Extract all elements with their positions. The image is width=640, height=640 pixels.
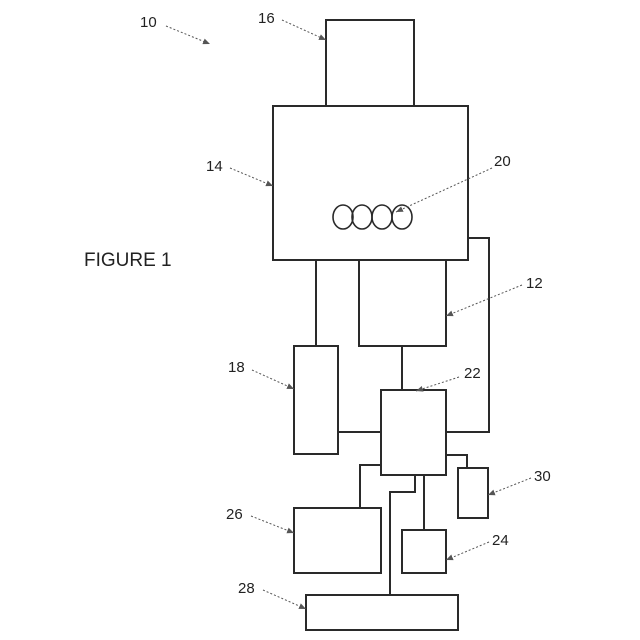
leader-16 bbox=[282, 20, 326, 40]
component-22-box bbox=[381, 390, 446, 475]
component-28-box bbox=[306, 595, 458, 630]
component-18-box bbox=[294, 346, 338, 454]
component-30-box bbox=[458, 468, 488, 518]
leader-22 bbox=[416, 377, 459, 391]
ref-26-label: 26 bbox=[226, 506, 243, 523]
ref-12-label: 12 bbox=[526, 275, 543, 292]
component-12-box bbox=[359, 260, 446, 346]
figure-title: FIGURE 1 bbox=[84, 250, 172, 271]
component-26-box bbox=[294, 508, 381, 573]
leader-24 bbox=[446, 542, 489, 560]
ref-16-label: 16 bbox=[258, 10, 275, 27]
ref-20-label: 20 bbox=[494, 153, 511, 170]
wire-22-to-30 bbox=[446, 455, 467, 468]
wire-14-to-22 bbox=[446, 238, 489, 432]
ref-22-label: 22 bbox=[464, 365, 481, 382]
ref-24-label: 24 bbox=[492, 532, 509, 549]
leader-10 bbox=[166, 26, 210, 44]
ref-30-label: 30 bbox=[534, 468, 551, 485]
ref-10-label: 10 bbox=[140, 14, 157, 31]
leader-28 bbox=[263, 590, 306, 609]
leader-18 bbox=[252, 370, 294, 389]
ref-28-label: 28 bbox=[238, 580, 255, 597]
component-24-box bbox=[402, 530, 446, 573]
leader-14 bbox=[230, 168, 273, 186]
component-14-box bbox=[273, 106, 468, 260]
leader-30 bbox=[488, 478, 531, 495]
leader-26 bbox=[251, 516, 294, 533]
wire-22-to-26 bbox=[360, 465, 381, 508]
leader-12 bbox=[446, 285, 522, 316]
ref-18-label: 18 bbox=[228, 359, 245, 376]
ref-14-label: 14 bbox=[206, 158, 223, 175]
component-16-box bbox=[326, 20, 414, 106]
